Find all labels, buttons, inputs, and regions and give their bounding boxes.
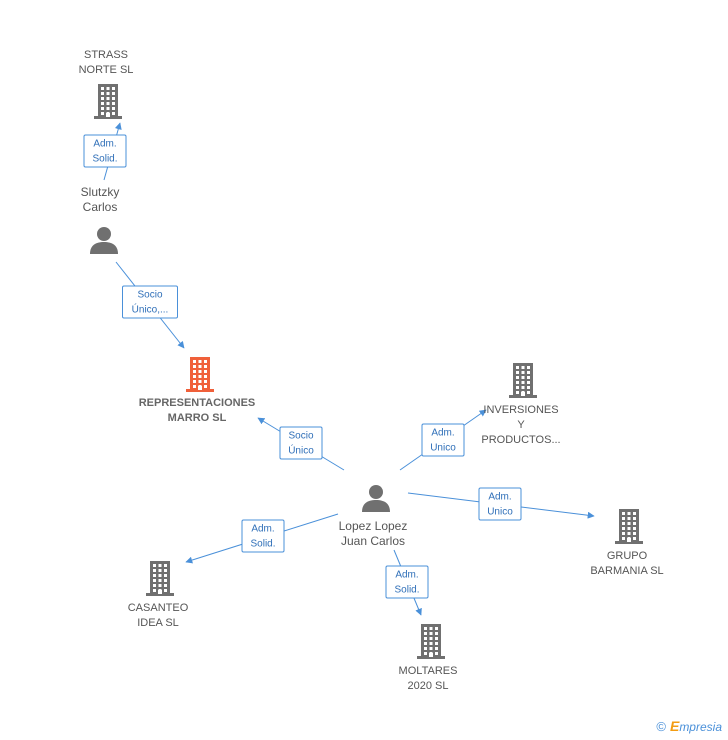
copyright-symbol: © — [656, 718, 666, 734]
edge-label-line: Adm. — [488, 491, 512, 503]
building-icon[interactable] — [414, 623, 448, 664]
brand-name: mpresia — [679, 720, 722, 734]
building-icon[interactable] — [506, 362, 540, 403]
edge-label-line: Único — [288, 445, 314, 457]
edge-label[interactable]: Adm. Solid. — [385, 565, 429, 599]
node-label[interactable]: STRASS NORTE SL — [79, 48, 134, 78]
building-icon[interactable] — [612, 508, 646, 549]
node-label-line: NORTE SL — [78, 64, 134, 76]
edge-label-line: Único,... — [131, 304, 169, 316]
node-label-line: Lopez Lopez — [338, 519, 408, 533]
node-label-line: IDEA SL — [137, 617, 179, 629]
node-label-line: CASANTEO — [127, 602, 189, 614]
node-label-line: PRODUCTOS... — [481, 434, 561, 446]
brand-initial: E — [669, 718, 680, 734]
edge-label[interactable]: Adm. Unico — [478, 487, 522, 521]
node-label-line: Y — [517, 419, 525, 431]
node-label-line: Slutzky — [80, 185, 120, 199]
edge-label-line: Unico — [487, 506, 513, 518]
node-label[interactable]: INVERSIONES Y PRODUCTOS... — [481, 403, 560, 448]
person-icon[interactable] — [89, 226, 119, 259]
node-label-line: INVERSIONES — [483, 404, 559, 416]
node-label-line: MOLTARES — [398, 665, 458, 677]
node-label[interactable]: MOLTARES 2020 SL — [399, 664, 458, 694]
edge-label[interactable]: Adm. Solid. — [83, 134, 127, 168]
edge-label-line: Unico — [430, 442, 456, 454]
node-label-line: BARMANIA SL — [590, 565, 664, 577]
edge-label-line: Solid. — [92, 153, 118, 165]
node-label-line: MARRO SL — [167, 412, 227, 424]
edge-label-line: Adm. — [251, 523, 275, 535]
node-label-line: STRASS — [83, 49, 128, 61]
edge-label-line: Socio — [288, 430, 314, 442]
node-label-line: Juan Carlos — [340, 534, 406, 548]
edge-label-line: Adm. — [395, 569, 419, 581]
node-label[interactable]: CASANTEO IDEA SL — [128, 601, 189, 631]
edge-label[interactable]: Adm. Unico — [421, 423, 465, 457]
edge-label-line: Socio — [137, 289, 163, 301]
footer-brand[interactable]: © Empresia — [656, 718, 722, 734]
person-icon[interactable] — [361, 484, 391, 517]
edge-label[interactable]: Adm. Solid. — [241, 519, 285, 553]
edge-label-line: Solid. — [394, 584, 420, 596]
brand-logo: Empresia — [670, 718, 722, 734]
building-icon[interactable] — [183, 356, 217, 397]
node-label[interactable]: GRUPO BARMANIA SL — [590, 549, 663, 579]
building-icon[interactable] — [91, 83, 125, 124]
node-label-line: REPRESENTACIONES — [138, 397, 256, 409]
building-icon[interactable] — [143, 560, 177, 601]
edge-label-line: Adm. — [93, 138, 117, 150]
node-label-line: 2020 SL — [407, 680, 449, 692]
edge-label-line: Solid. — [250, 538, 276, 550]
node-label-line: GRUPO — [606, 550, 648, 562]
node-label-line: Carlos — [82, 200, 118, 214]
edge-label-line: Adm. — [431, 427, 455, 439]
node-label[interactable]: REPRESENTACIONES MARRO SL — [139, 396, 256, 426]
